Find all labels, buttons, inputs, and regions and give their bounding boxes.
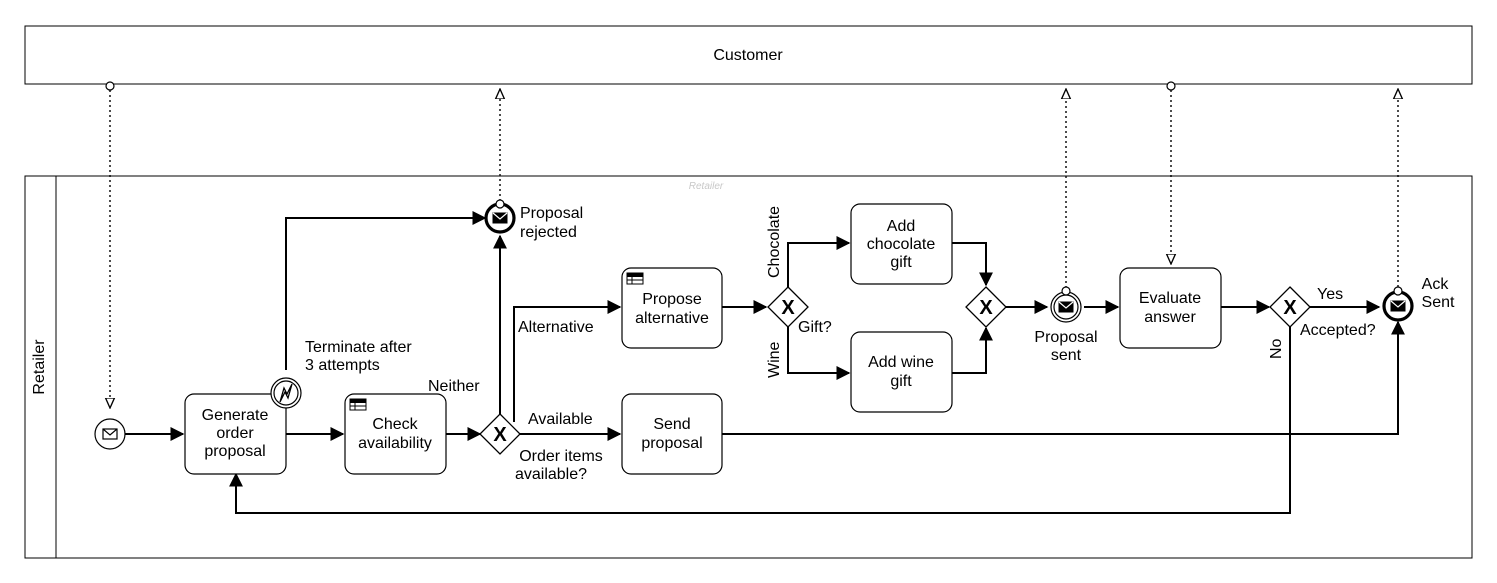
business-rule-icon bbox=[349, 398, 367, 411]
envelope-icon bbox=[492, 212, 508, 224]
label-accepted: Accepted? bbox=[1300, 322, 1376, 339]
gateway-gift-merge[interactable]: X bbox=[965, 286, 1007, 328]
boundary-escalation-event[interactable] bbox=[270, 377, 302, 409]
exclusive-x-icon: X bbox=[781, 297, 795, 319]
envelope-icon bbox=[1390, 300, 1406, 312]
customer-pool[interactable]: Customer bbox=[24, 25, 1473, 85]
label-available: Available bbox=[528, 411, 593, 428]
gateway-gift[interactable]: X bbox=[767, 286, 809, 328]
retailer-pool[interactable]: Retailer Retailer bbox=[24, 175, 1473, 559]
retailer-watermark: Retailer bbox=[689, 181, 724, 192]
end-event-proposal-rejected[interactable] bbox=[484, 199, 516, 234]
intermediate-event-proposal-sent[interactable] bbox=[1050, 286, 1082, 323]
sequence-flows bbox=[125, 211, 1405, 514]
exclusive-x-icon: X bbox=[979, 297, 993, 319]
exclusive-x-icon: X bbox=[493, 424, 507, 446]
end-event-ack-sent[interactable] bbox=[1382, 286, 1414, 322]
label-alternative: Alternative bbox=[518, 319, 594, 336]
label-gift: Gift? bbox=[798, 319, 832, 336]
gateway-accepted[interactable]: X bbox=[1269, 286, 1311, 328]
retailer-pool-label: Retailer bbox=[31, 339, 48, 395]
exclusive-x-icon: X bbox=[1283, 297, 1297, 319]
label-yes: Yes bbox=[1317, 286, 1343, 303]
label-chocolate: Chocolate bbox=[766, 206, 783, 278]
customer-pool-label: Customer bbox=[713, 47, 783, 64]
escalation-icon bbox=[279, 383, 293, 403]
gateway-order-items-available[interactable]: X bbox=[479, 413, 521, 455]
label-no: No bbox=[1268, 338, 1285, 359]
message-start-event[interactable] bbox=[94, 418, 126, 450]
message-flows bbox=[106, 81, 1398, 408]
envelope-icon bbox=[1058, 301, 1074, 313]
label-wine: Wine bbox=[766, 341, 783, 378]
business-rule-icon bbox=[626, 272, 644, 285]
label-neither: Neither bbox=[428, 378, 480, 395]
envelope-icon bbox=[102, 428, 118, 440]
